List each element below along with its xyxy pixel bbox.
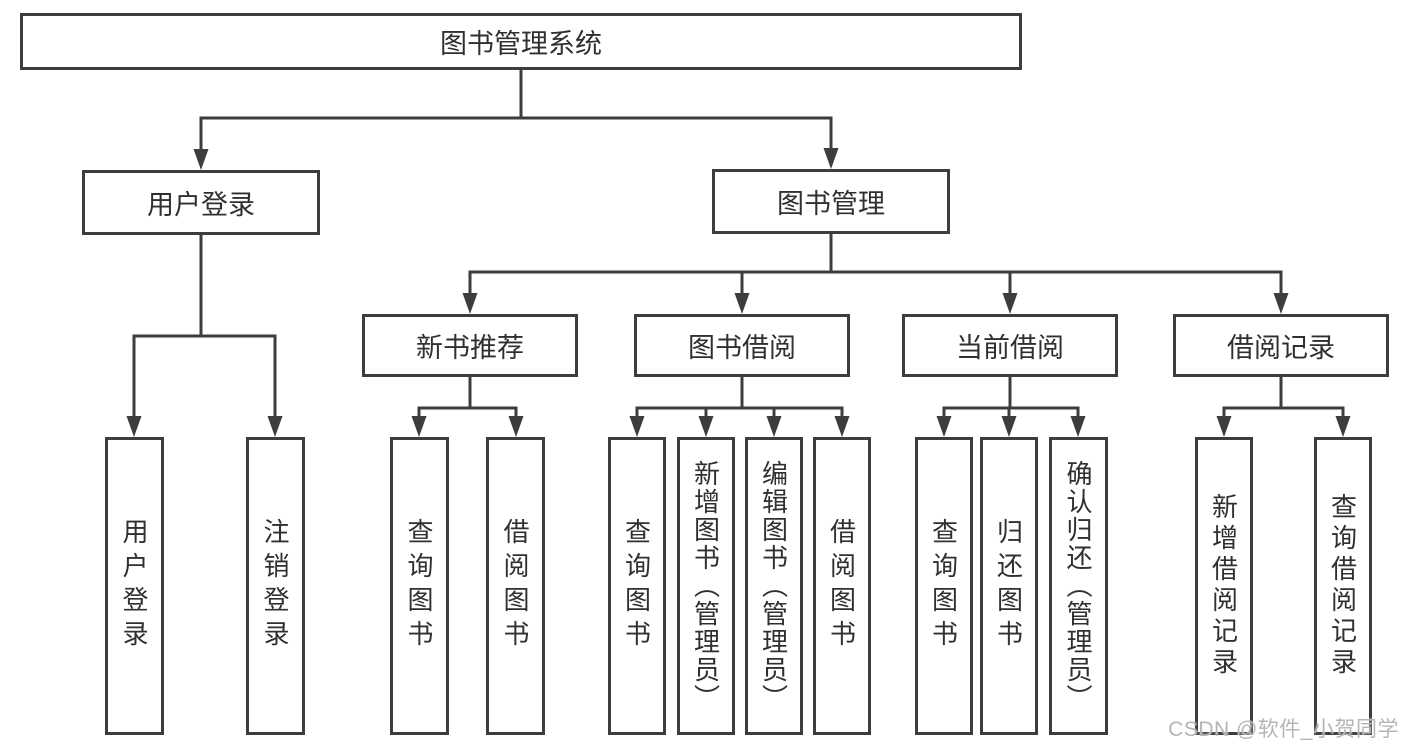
connector-borrow-records-branch [1216,375,1351,437]
node-book-borrow: 图书借阅 [634,314,850,377]
connector-user-login-branch [126,233,283,437]
node-confirm-return-admin: 确认归还（管理员） [1049,437,1108,735]
connector-current-borrow-branch [936,375,1086,437]
node-query-borrow-record: 查询借阅记录 [1314,437,1372,735]
node-new-book-recommend: 新书推荐 [362,314,578,377]
node-return-books: 归还图书 [980,437,1038,735]
connector-book-management-branch [462,232,1289,314]
connector-new-book-branch [411,375,524,437]
watermark: CSDN @软件_小贺同学 [1168,718,1399,741]
node-book-management: 图书管理 [712,169,950,234]
node-query-books-borrow: 查询图书 [608,437,666,735]
node-current-borrow: 当前借阅 [902,314,1118,377]
node-root: 图书管理系统 [20,13,1022,70]
node-logout-action: 注销登录 [246,437,305,735]
node-user-login: 用户登录 [82,170,320,235]
node-add-books-admin: 新增图书（管理员） [677,437,735,735]
node-query-books-recommend: 查询图书 [390,437,449,735]
connector-book-borrow-branch [629,375,850,437]
connector-root-to-level2 [193,68,839,170]
node-query-books-current: 查询图书 [915,437,973,735]
node-edit-books-admin: 编辑图书（管理员） [745,437,803,735]
node-borrow-books-recommend: 借阅图书 [486,437,545,735]
node-borrow-records: 借阅记录 [1173,314,1389,377]
node-borrow-books-action: 借阅图书 [813,437,871,735]
node-add-borrow-record: 新增借阅记录 [1195,437,1253,735]
node-user-login-action: 用户登录 [105,437,164,735]
